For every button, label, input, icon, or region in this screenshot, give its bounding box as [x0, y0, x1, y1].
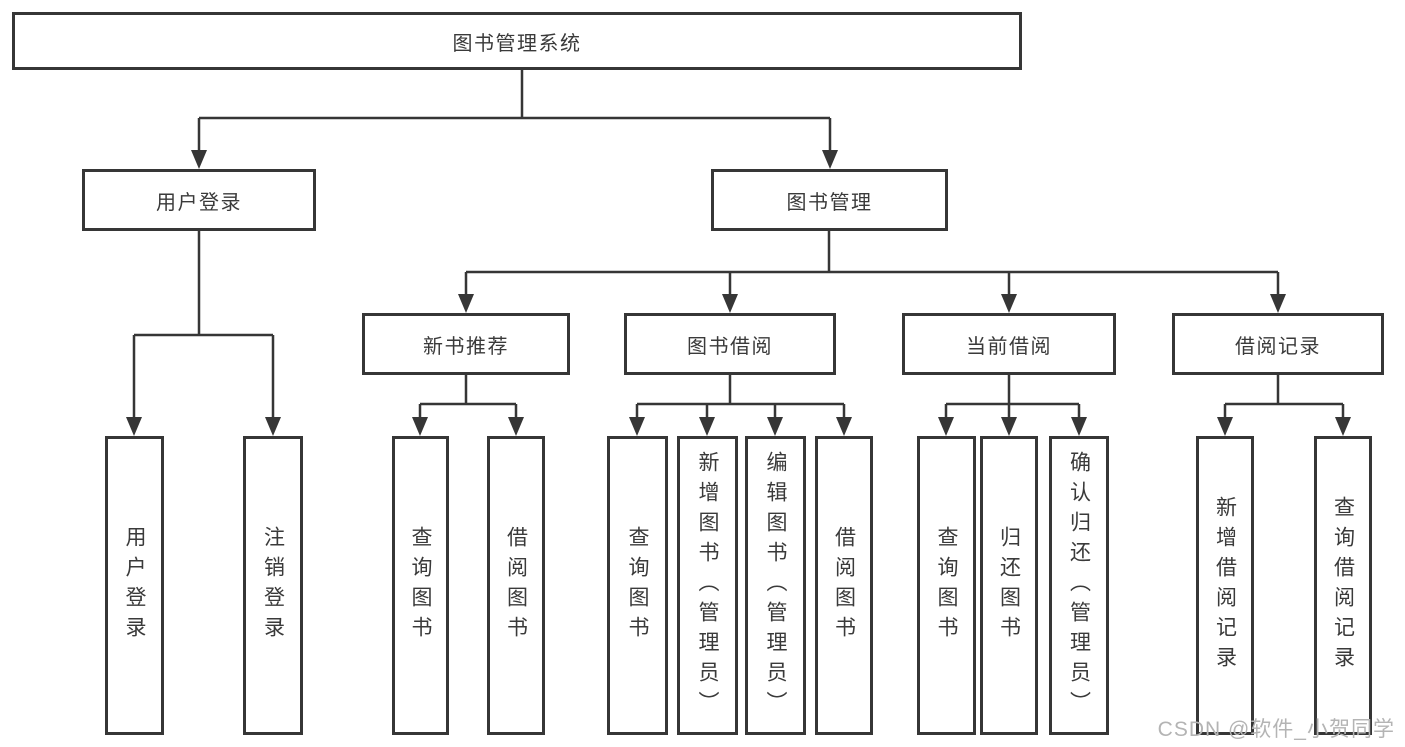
leaf-user-login: 用户登录 — [105, 436, 164, 735]
node-user-login: 用户登录 — [82, 169, 316, 231]
node-book-management-label: 图书管理 — [786, 191, 873, 214]
leaf-borrow-books: 借阅图书 — [815, 436, 873, 735]
leaf-return-books: 归还图书 — [980, 436, 1038, 735]
leaf-user-login-label: 用户登录 — [123, 525, 146, 646]
node-borrow-records: 借阅记录 — [1172, 313, 1384, 375]
node-book-borrow-label: 图书借阅 — [687, 335, 773, 358]
leaf-query-borrow-record-label: 查询借阅记录 — [1331, 495, 1355, 676]
leaf-borrow-books-recommend-label: 借阅图书 — [504, 525, 528, 646]
leaf-query-books-borrow-label: 查询图书 — [626, 525, 649, 646]
leaf-logout: 注销登录 — [243, 436, 303, 735]
leaf-confirm-return-admin: 确认归还（管理员） — [1049, 436, 1109, 735]
node-current-borrow: 当前借阅 — [902, 313, 1116, 375]
leaf-query-books-recommend-label: 查询图书 — [409, 525, 432, 646]
node-new-book-recommend-label: 新书推荐 — [423, 335, 509, 358]
node-library-system: 图书管理系统 — [12, 12, 1022, 70]
leaf-query-books-current-label: 查询图书 — [935, 525, 958, 646]
node-user-login-label: 用户登录 — [156, 191, 242, 214]
node-new-book-recommend: 新书推荐 — [362, 313, 570, 375]
leaf-return-books-label: 归还图书 — [997, 525, 1021, 646]
leaf-borrow-books-recommend: 借阅图书 — [487, 436, 545, 735]
leaf-edit-books-admin: 编辑图书（管理员） — [745, 436, 806, 735]
leaf-add-borrow-record: 新增借阅记录 — [1196, 436, 1254, 735]
leaf-query-borrow-record: 查询借阅记录 — [1314, 436, 1372, 735]
node-library-system-label: 图书管理系统 — [452, 32, 582, 55]
csdn-watermark: CSDN @软件_小贺同学 — [1157, 718, 1395, 741]
leaf-confirm-return-admin-label: 确认归还（管理员） — [1067, 450, 1091, 721]
node-current-borrow-label: 当前借阅 — [966, 335, 1052, 358]
leaf-add-borrow-record-label: 新增借阅记录 — [1213, 495, 1237, 676]
node-book-borrow: 图书借阅 — [624, 313, 836, 375]
leaf-query-books-borrow: 查询图书 — [607, 436, 668, 735]
leaf-query-books-recommend: 查询图书 — [392, 436, 449, 735]
node-book-management: 图书管理 — [711, 169, 948, 231]
leaf-query-books-current: 查询图书 — [917, 436, 976, 735]
leaf-add-books-admin: 新增图书（管理员） — [677, 436, 738, 735]
node-borrow-records-label: 借阅记录 — [1235, 335, 1321, 358]
leaf-add-books-admin-label: 新增图书（管理员） — [696, 450, 719, 721]
leaf-edit-books-admin-label: 编辑图书（管理员） — [764, 450, 787, 721]
leaf-borrow-books-label: 借阅图书 — [832, 525, 856, 646]
leaf-logout-label: 注销登录 — [261, 525, 285, 646]
